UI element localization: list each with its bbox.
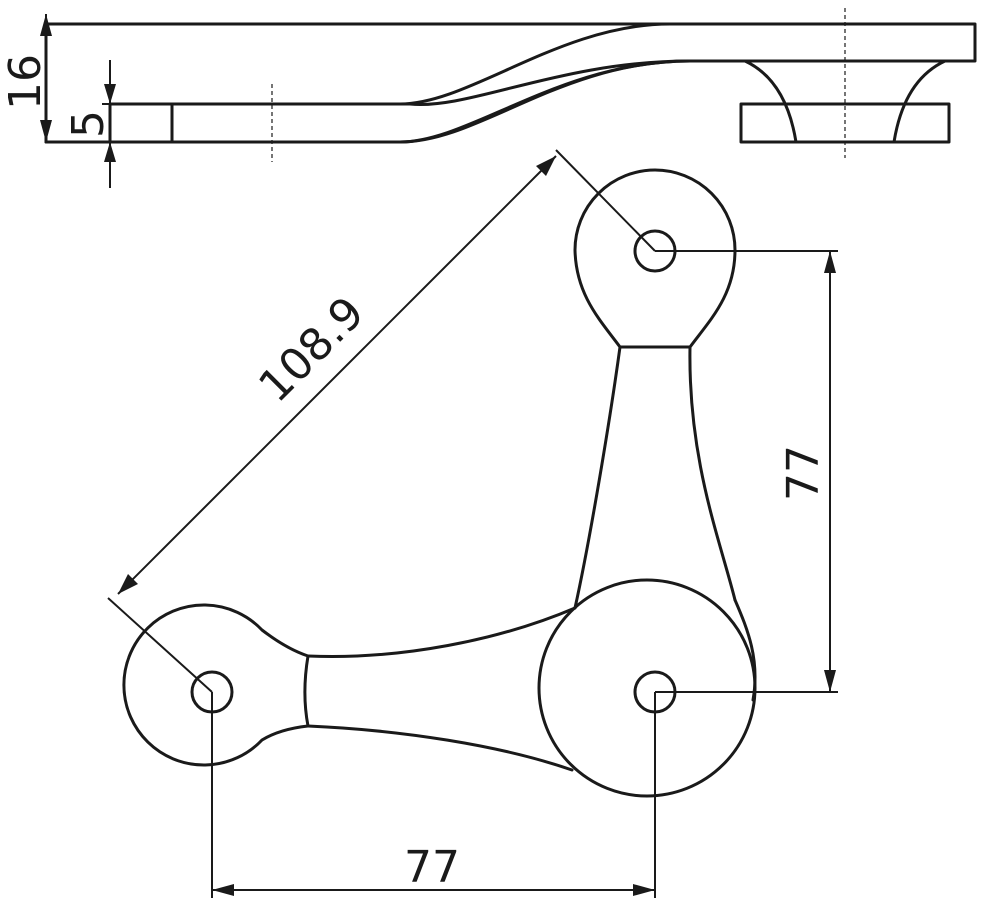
left-arm-upper-edge <box>306 606 577 658</box>
dim-horiz-label: 77 <box>404 842 460 893</box>
dim-diag-ext-top <box>555 149 656 252</box>
side-profile-outline <box>44 22 977 144</box>
dim-vert-label: 77 <box>778 445 829 501</box>
dim-vert-arrow-top <box>824 251 836 273</box>
side-view: 16 5 <box>0 8 977 188</box>
left-arm-lower-edge <box>306 724 574 772</box>
left-arm-neck <box>303 654 310 728</box>
dim-diag-line <box>117 155 557 595</box>
dim-5-arrow-top <box>104 84 116 104</box>
dim-vert-arrow-bottom <box>824 670 836 692</box>
side-bend-upper <box>398 22 672 106</box>
dim-horiz-arrow-left <box>212 884 234 896</box>
dim-5-arrow-bottom <box>104 142 116 162</box>
side-boss-left-curve <box>743 59 798 144</box>
dim-diag-ext-left <box>107 597 213 693</box>
side-boss-right-curve <box>892 59 947 144</box>
left-boss-outline <box>122 603 310 767</box>
top-arm-left-edge <box>573 345 622 610</box>
dim-diag-arrow-top <box>536 156 556 176</box>
plan-view: 108.9 77 77 <box>107 149 838 898</box>
dim-diag-label: 108.9 <box>249 287 374 412</box>
dim-5-label: 5 <box>63 110 114 138</box>
dim-horiz-arrow-right <box>633 884 655 896</box>
main-boss-right-edge <box>733 598 757 702</box>
top-arm-right-edge <box>688 345 737 602</box>
dim-16-label: 16 <box>0 54 51 110</box>
dim-16-arrow-top <box>40 14 52 36</box>
dim-16-arrow-bottom <box>40 120 52 142</box>
side-bend-lower <box>398 59 692 144</box>
main-boss-circle <box>537 578 757 798</box>
dim-diag-arrow-bottom <box>118 574 138 594</box>
top-boss-outline <box>573 168 737 349</box>
